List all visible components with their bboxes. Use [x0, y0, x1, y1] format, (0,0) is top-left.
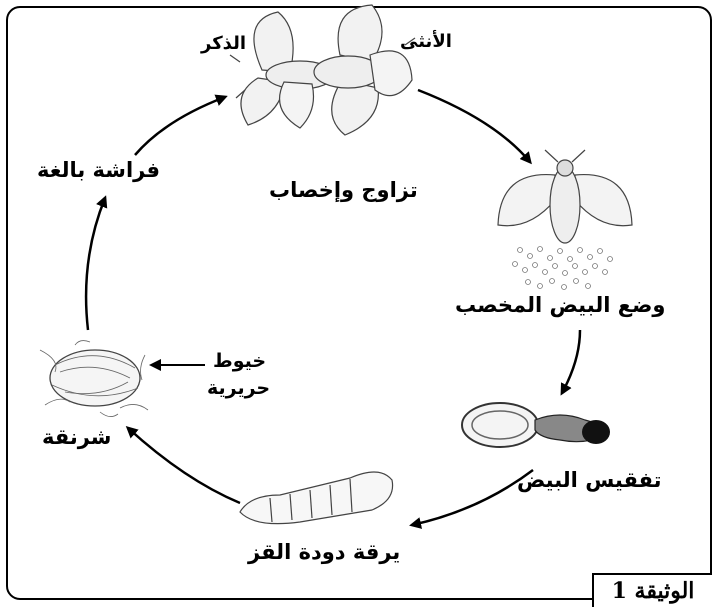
arrow-mating-to-eggs	[418, 90, 530, 162]
label-larva: يرقة دودة القز	[248, 540, 400, 564]
label-egg-laying: وضع البيض المخصب	[455, 293, 665, 317]
label-female: الأنثى	[400, 31, 452, 52]
document-label-box: الوثيقة 1	[592, 573, 712, 607]
label-male: الذكر	[201, 33, 246, 54]
label-silk-threads-1: خيوط	[213, 350, 266, 372]
arrow-cocoon-to-adult	[86, 198, 105, 330]
label-adult-moth: فراشة بالغة	[37, 158, 160, 182]
larva-illustration	[240, 472, 393, 524]
arrow-adult-to-mating	[135, 97, 225, 155]
arrow-hatching-to-larva	[412, 470, 533, 525]
egg-laying-moth-illustration	[498, 150, 632, 243]
hatching-illustration	[462, 403, 610, 447]
label-mating: تزاوج وإخصاب	[269, 178, 418, 202]
mating-moths-illustration	[230, 5, 415, 135]
label-hatching: تفقيس البيض	[517, 468, 662, 492]
cocoon-illustration	[40, 341, 148, 417]
document-label: الوثيقة 1	[612, 578, 695, 604]
arrow-larva-to-cocoon	[128, 428, 240, 503]
arrow-eggs-to-hatching	[562, 330, 580, 393]
egg-cluster	[513, 247, 613, 290]
label-silk-threads-2: حريرية	[207, 377, 270, 399]
label-cocoon: شرنقة	[42, 425, 111, 449]
